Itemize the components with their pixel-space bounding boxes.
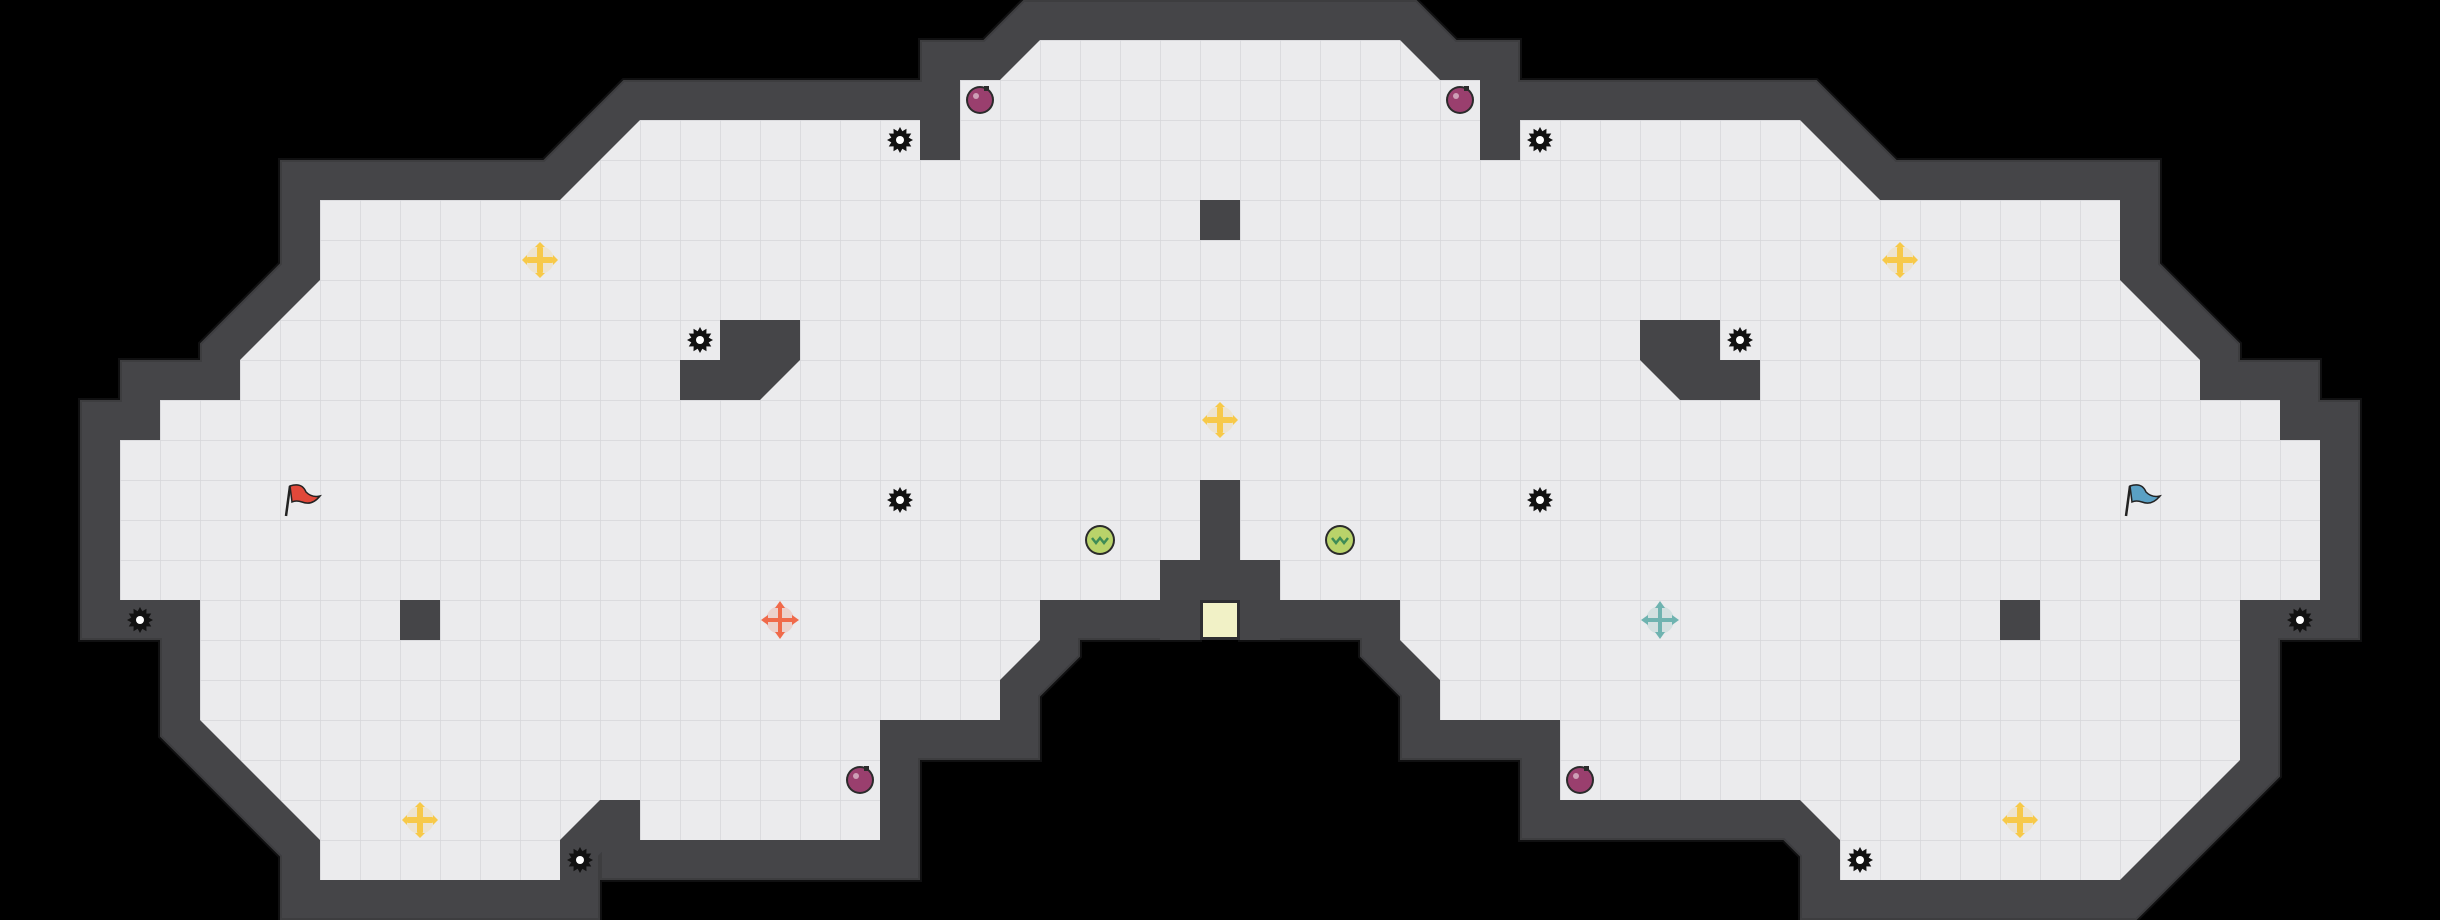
- inner-wall-block: [1200, 480, 1240, 560]
- bomb-icon: [966, 86, 994, 114]
- spike-icon: [567, 847, 593, 873]
- bomb-icon: [1446, 86, 1474, 114]
- neutral-spawn-icon: [1202, 402, 1238, 438]
- inner-wall-block: [400, 600, 440, 640]
- spike-icon: [1527, 127, 1553, 153]
- neutral-spawn-icon: [402, 802, 438, 838]
- boost-icon: [1085, 525, 1115, 555]
- team-spawn-icon: [1641, 601, 1679, 639]
- neutral-spawn-icon: [522, 242, 558, 278]
- right-obstacle: [1640, 320, 1760, 400]
- boost-icon: [1325, 525, 1355, 555]
- left-obstacle: [680, 320, 800, 400]
- bomb-icon: [846, 766, 874, 794]
- spike-icon: [1727, 327, 1753, 353]
- spike-icon: [887, 127, 913, 153]
- bomb-icon: [1566, 766, 1594, 794]
- neutral-spawn-icon: [1882, 242, 1918, 278]
- spike-icon: [887, 487, 913, 513]
- portal-icon: [1200, 600, 1240, 640]
- spike-icon: [2287, 607, 2313, 633]
- flag-icon: [284, 484, 322, 517]
- spike-icon: [1847, 847, 1873, 873]
- flag-icon: [2124, 484, 2162, 517]
- inner-wall-block: [2000, 600, 2040, 640]
- spike-icon: [1527, 487, 1553, 513]
- inner-wall-block: [1200, 200, 1240, 240]
- spike-icon: [127, 607, 153, 633]
- arena-floor: [120, 40, 2320, 880]
- floor-tiles: [120, 40, 2320, 880]
- neutral-spawn-icon: [2002, 802, 2038, 838]
- team-spawn-icon: [761, 601, 799, 639]
- spike-icon: [687, 327, 713, 353]
- map-entities: [127, 86, 2313, 873]
